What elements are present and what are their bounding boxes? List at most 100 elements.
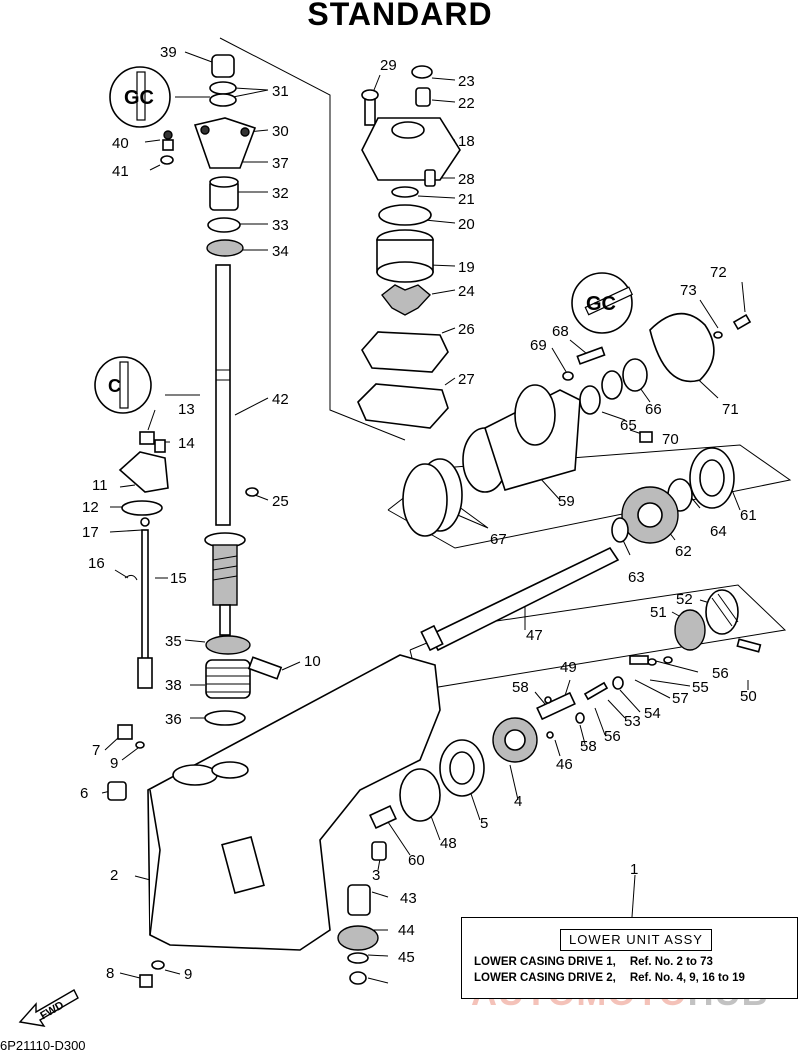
callout: 67 — [490, 531, 507, 548]
callout: 54 — [644, 705, 661, 722]
callout-labels: 39 31 30 37 32 33 34 40 41 42 13 14 11 1… — [80, 44, 757, 983]
callout: 72 — [710, 264, 727, 281]
legend-row-ref: Ref. No. 4, 9, 16 to 19 — [629, 972, 745, 984]
callout: 1 — [630, 861, 638, 878]
fwd-label: FWD — [38, 999, 66, 1022]
callout: 59 — [558, 493, 575, 510]
callout: 63 — [628, 569, 645, 586]
callout: 24 — [458, 283, 475, 300]
legend-title: LOWER UNIT ASSY — [560, 929, 712, 951]
callout: 14 — [178, 435, 195, 452]
callout: 4 — [514, 793, 522, 810]
callout: 52 — [676, 591, 693, 608]
callout: 50 — [740, 688, 757, 705]
callout: 7 — [92, 742, 100, 759]
lower-casing — [107, 654, 441, 988]
leader-lines — [101, 37, 792, 984]
callout: 21 — [458, 191, 475, 208]
callout: 43 — [400, 890, 417, 907]
callout: 40 — [112, 135, 129, 152]
callout: 5 — [480, 815, 488, 832]
callout: 62 — [675, 543, 692, 560]
callout: 31 — [272, 83, 289, 100]
callout: 18 — [458, 133, 475, 150]
propeller-shaft-housing — [402, 312, 752, 544]
callout: 11 — [92, 477, 108, 494]
callout: 47 — [526, 627, 543, 644]
callout: 56 — [604, 728, 621, 745]
callout: 26 — [458, 321, 475, 338]
callout: 34 — [272, 243, 289, 260]
callout: 58 — [580, 738, 597, 755]
callout: 57 — [672, 690, 689, 707]
grease-icon: GC — [109, 66, 171, 128]
shift-rod-assembly — [118, 431, 169, 689]
grease-icon: C — [94, 356, 152, 414]
callout: 73 — [680, 282, 697, 299]
callout: 28 — [458, 171, 475, 188]
callout: 48 — [440, 835, 457, 852]
drive-shaft-assembly — [160, 54, 283, 726]
callout: 32 — [272, 185, 289, 202]
callout: 41 — [112, 163, 129, 180]
callout: 44 — [398, 922, 415, 939]
callout: 66 — [645, 401, 662, 418]
legend-row: LOWER CASING DRIVE 1, Ref. No. 2 to 73 — [474, 956, 713, 968]
callout: 19 — [458, 259, 475, 276]
callout: 71 — [722, 401, 739, 418]
callout: 10 — [304, 653, 321, 670]
callout: 3 — [372, 867, 380, 884]
callout: 30 — [272, 123, 289, 140]
callout: 58 — [512, 679, 529, 696]
callout: 70 — [662, 431, 679, 448]
svg-text:GC: GC — [124, 87, 154, 109]
callout: 68 — [552, 323, 569, 340]
callout: 53 — [624, 713, 641, 730]
callout: 2 — [110, 867, 118, 884]
callout: 12 — [82, 499, 99, 516]
fwd-arrow-icon: FWD — [18, 989, 79, 1027]
diagram-title: STANDARD — [307, 0, 493, 32]
callout: 33 — [272, 217, 289, 234]
callout: 46 — [556, 756, 573, 773]
callout: 45 — [398, 949, 415, 966]
callout: 15 — [170, 570, 187, 587]
legend-row-label: LOWER CASING DRIVE 1, — [474, 956, 616, 968]
callout: 49 — [560, 659, 577, 676]
svg-text:GC: GC — [586, 293, 616, 315]
callout: 55 — [692, 679, 709, 696]
callout: 39 — [160, 44, 177, 61]
callout: 56 — [712, 665, 729, 682]
callout: 23 — [458, 73, 475, 90]
callout: 22 — [458, 95, 475, 112]
callout: 9 — [110, 755, 118, 772]
drawing-number: 6P21110-D300 — [0, 1038, 86, 1053]
callout: 65 — [620, 417, 637, 434]
grease-icon: GC — [571, 272, 634, 334]
callout: 17 — [82, 524, 99, 541]
callout: 69 — [530, 337, 547, 354]
legend-row-label: LOWER CASING DRIVE 2, — [474, 972, 616, 984]
callout: 6 — [80, 785, 88, 802]
callout: 16 — [88, 555, 105, 572]
callout: 13 — [178, 401, 195, 418]
callout: 61 — [740, 507, 757, 524]
callout: 37 — [272, 155, 289, 172]
callout: 42 — [272, 391, 289, 408]
callout: 9 — [184, 966, 192, 983]
callout: 8 — [106, 965, 114, 982]
callout: 20 — [458, 216, 475, 233]
callout: 38 — [165, 677, 182, 694]
callout: 27 — [458, 371, 475, 388]
callout: 36 — [165, 711, 182, 728]
legend-box: LOWER UNIT ASSY LOWER CASING DRIVE 1, Ref… — [461, 917, 798, 999]
callout: 25 — [272, 493, 289, 510]
callout: 35 — [165, 633, 182, 650]
callout: 29 — [380, 57, 397, 74]
legend-row-ref: Ref. No. 2 to 73 — [629, 956, 713, 968]
legend-row: LOWER CASING DRIVE 2, Ref. No. 4, 9, 16 t… — [474, 972, 745, 984]
callout: 60 — [408, 852, 425, 869]
callout: 64 — [710, 523, 727, 540]
svg-text:C: C — [108, 376, 121, 396]
